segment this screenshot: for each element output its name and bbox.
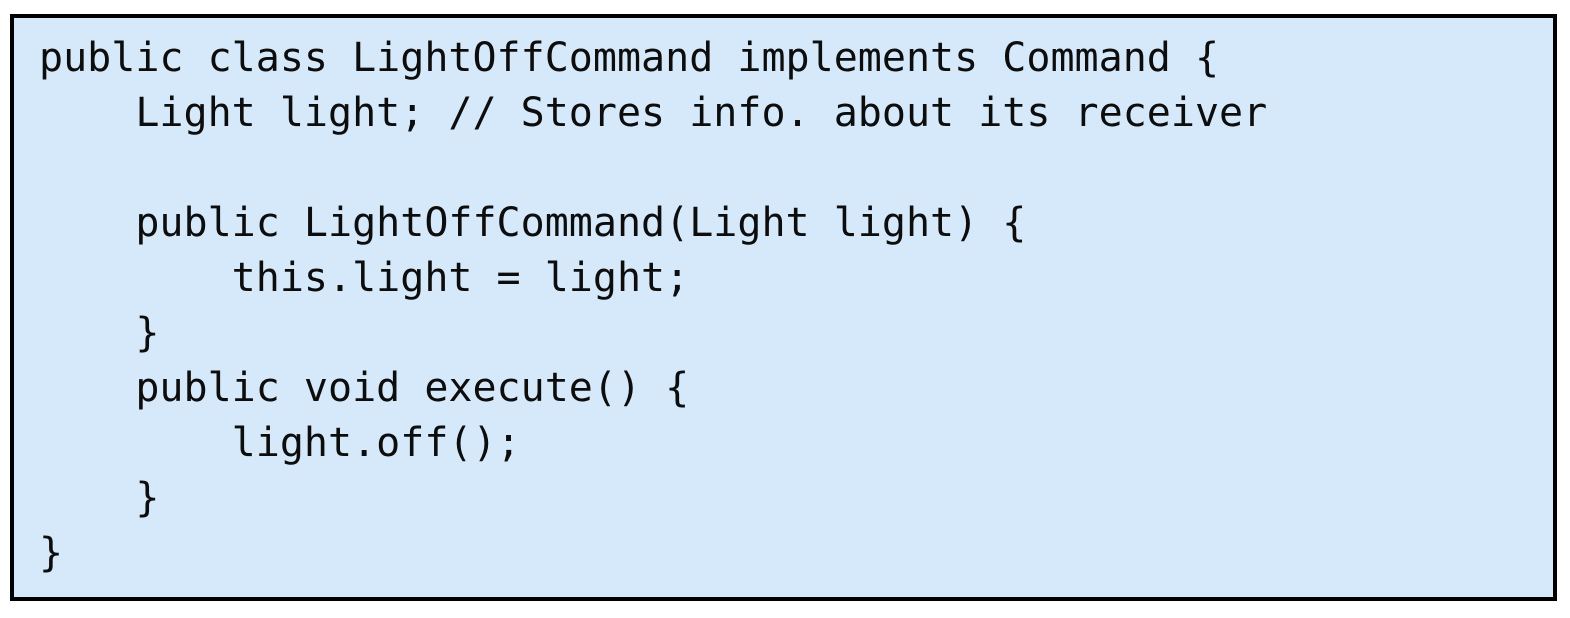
code-panel: public class LightOffCommand implements … xyxy=(10,14,1557,601)
code-listing: public class LightOffCommand implements … xyxy=(39,35,1268,576)
